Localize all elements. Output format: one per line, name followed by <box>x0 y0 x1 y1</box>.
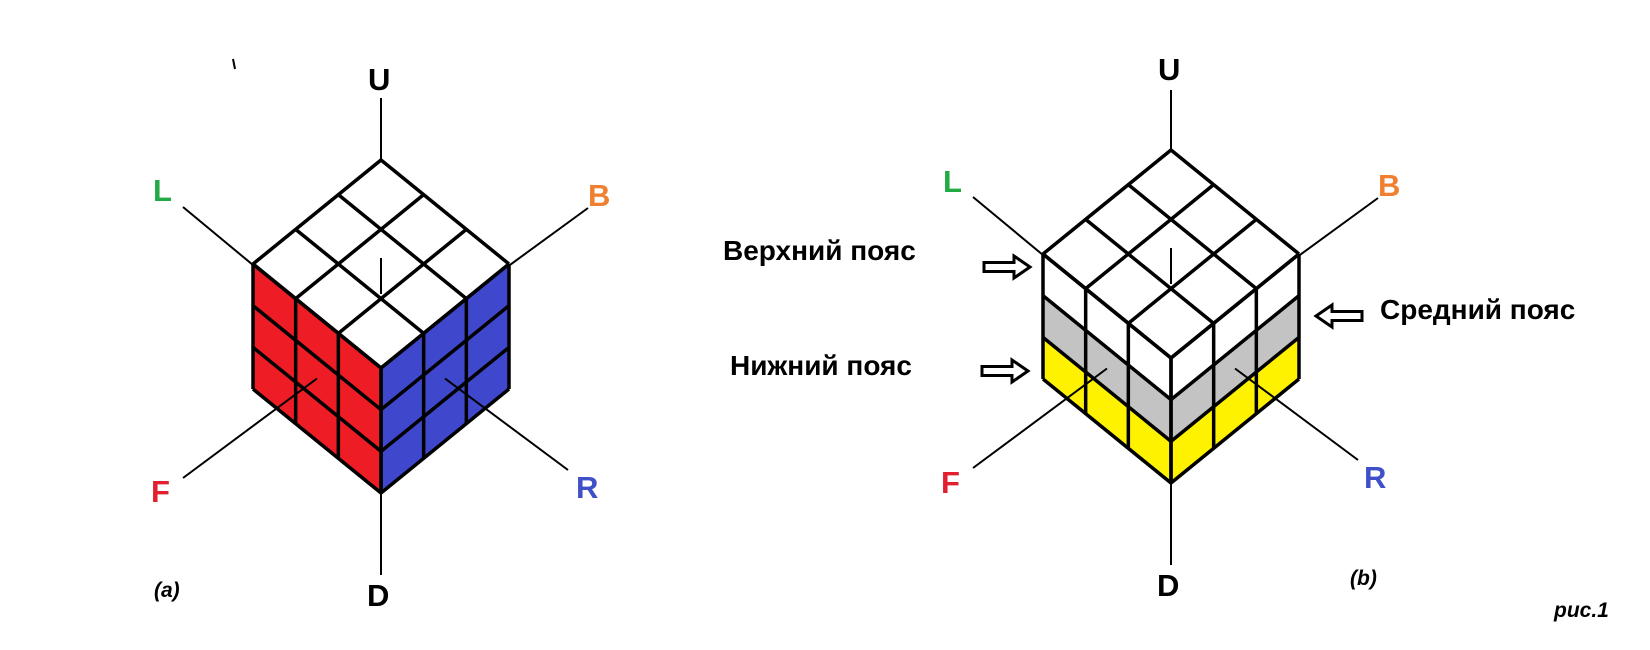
cube-a-right-grid-h2 <box>379 345 511 453</box>
axis-label-b-F: F <box>941 465 960 500</box>
arrow-upper-belt <box>982 253 1033 281</box>
axis-label-b-U: U <box>1158 52 1181 87</box>
axis-label-a-L: L <box>153 173 172 208</box>
cube-a-top-grid-a0 <box>379 158 511 266</box>
cube-b-right-grid-h1 <box>1169 294 1301 402</box>
cube-b-right-grid-h3 <box>1169 377 1301 485</box>
cube-b-top-grid-b1 <box>1084 183 1215 291</box>
axis-label-b-L: L <box>943 164 962 199</box>
axis-label-a-D: D <box>367 578 390 613</box>
cube-a-right-grid-h0 <box>379 262 511 370</box>
cube-b-right-band-0 <box>1171 254 1299 400</box>
cube-a-left-band-0 <box>253 264 381 410</box>
axis-line-b-R <box>1234 367 1359 461</box>
figure-label: рис.1 <box>1554 599 1609 622</box>
cube-a-top-grid-b1 <box>294 193 425 301</box>
cube-b-top-grid-b2 <box>1127 217 1258 325</box>
caption-a: (a) <box>154 579 180 602</box>
cube-a-right-grid-h1 <box>379 304 511 412</box>
cube-a-right-band-0 <box>381 264 509 410</box>
axis-label-a-F: F <box>151 474 170 509</box>
axis-line-a-F <box>182 377 318 479</box>
cube-a-left-grid-h1 <box>251 304 383 412</box>
cube-a-top-grid-a2 <box>294 227 425 335</box>
arrow-lower-belt <box>980 357 1031 385</box>
axis-line-b-F <box>972 367 1108 469</box>
cube-b-left-band-2 <box>1043 337 1171 483</box>
cube-b-left-grid-h0 <box>1041 252 1173 360</box>
cube-a-top-grid-b0 <box>251 158 383 266</box>
cube-b-left-grid-h1 <box>1041 294 1173 402</box>
cube-a-top-grid-a1 <box>337 193 468 301</box>
axis-label-b-D: D <box>1157 568 1180 603</box>
cube-a-left-grid-h3 <box>251 387 383 495</box>
belt-label-lower: Нижний пояс <box>730 350 912 381</box>
cube-b-left-grid-h3 <box>1041 377 1173 485</box>
axis-label-a-R: R <box>576 470 599 505</box>
cube-b-top-grid-a2 <box>1084 217 1215 325</box>
cube-b-left-band-0 <box>1043 254 1171 400</box>
axis-line-a-R <box>444 377 569 471</box>
cube-b-top-grid-a1 <box>1127 183 1258 291</box>
caption-b: (b) <box>1350 567 1377 590</box>
axis-label-b-B: B <box>1378 168 1401 203</box>
axis-line-b-B <box>1292 197 1379 261</box>
cube-b-right-band-2 <box>1171 337 1299 483</box>
cube-a-right-band-2 <box>381 347 509 493</box>
cube-a-left-grid-h2 <box>251 345 383 453</box>
belt-label-middle: Средний пояс <box>1380 294 1576 325</box>
cube-b-top-grid-b0 <box>1041 148 1173 256</box>
cube-b-left-grid-h2 <box>1041 335 1173 443</box>
axis-label-b-R: R <box>1364 460 1387 495</box>
axis-line-a-B <box>502 207 589 271</box>
axis-label-a-U: U <box>368 62 391 97</box>
belt-label-upper: Верхний пояс <box>723 235 916 266</box>
cube-a-top-grid-b2 <box>337 227 468 335</box>
cube-a-left-grid-h0 <box>251 262 383 370</box>
cube-a-right-grid-h3 <box>379 387 511 495</box>
cube-b-top-grid-a0 <box>1169 148 1301 256</box>
arrow-middle-belt <box>1313 302 1364 330</box>
axis-line-a-L <box>182 206 260 271</box>
stray-mark <box>232 58 236 70</box>
axis-line-b-L <box>972 196 1050 261</box>
cube-b-right-grid-h0 <box>1169 252 1301 360</box>
axis-label-a-B: B <box>588 178 611 213</box>
cube-b-right-grid-h2 <box>1169 335 1301 443</box>
cube-a-left-band-2 <box>253 347 381 493</box>
